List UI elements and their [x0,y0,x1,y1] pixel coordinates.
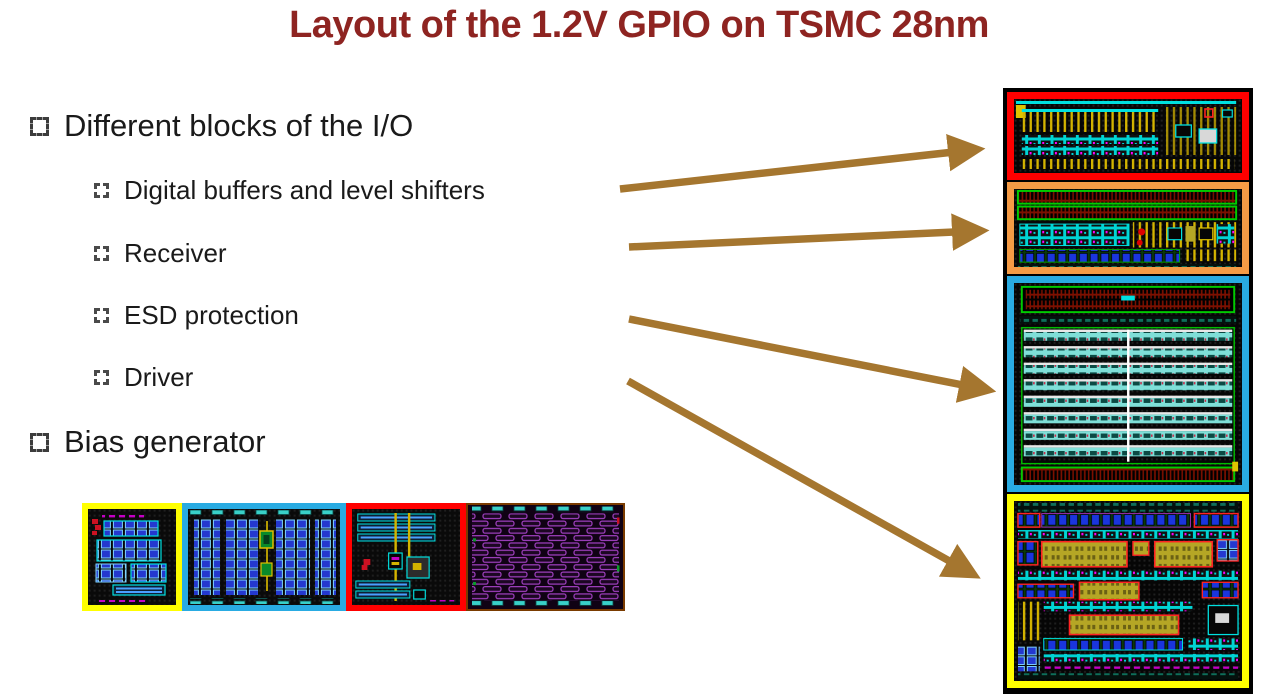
bias-sub-block-4-capacitor-array [466,503,625,611]
bullet-bias-generator: Bias generator [30,424,266,460]
chip-layout-art [1014,283,1242,485]
bias-generator-layout-image [82,503,625,611]
bullet-different-blocks: Different blocks of the I/O [30,108,413,144]
bias-sub-block-2-blue-frame [182,503,346,611]
bullet-label: Bias generator [64,424,266,459]
bias-sub-block-1-yellow-frame [82,503,182,611]
digital-buffers-block-red-frame [1007,92,1249,180]
dashed-square-bullet-icon [30,116,49,136]
dashed-square-bullet-icon [30,432,49,452]
bullet-label: ESD protection [124,300,299,330]
esd-protection-block-blue-frame [1007,276,1249,492]
chip-layout-art [468,505,623,609]
bullet-receiver: Receiver [94,238,227,269]
chip-layout-art [352,509,460,605]
bullet-label: Different blocks of the I/O [64,108,414,143]
gpio-layout-image [1003,88,1253,694]
chip-layout-art [1014,501,1242,681]
bullet-driver: Driver [94,362,193,393]
receiver-block-orange-frame [1007,182,1249,274]
arrow-digital-buffers-to-red-block [619,134,986,193]
bias-sub-block-3-red-frame [346,503,466,611]
arrow-receiver-to-orange-block [628,213,990,251]
dashed-square-bullet-icon [94,308,109,323]
arrow-driver-to-yellow-block [626,377,981,579]
chip-layout-art [1014,99,1242,173]
dashed-square-bullet-icon [94,183,109,198]
bullet-label: Digital buffers and level shifters [124,175,485,205]
chip-layout-art [188,509,340,605]
slide-title: Layout of the 1.2V GPIO on TSMC 28nm [289,4,989,46]
dashed-square-bullet-icon [94,246,109,261]
dashed-square-bullet-icon [94,370,109,385]
bullet-label: Driver [124,362,194,392]
bullet-esd-protection: ESD protection [94,300,299,331]
arrow-esd-to-blue-block [628,315,997,403]
chip-layout-art [1014,189,1242,267]
driver-block-yellow-frame [1007,494,1249,688]
chip-layout-art [88,509,176,605]
bullet-digital-buffers: Digital buffers and level shifters [94,175,485,206]
bullet-label: Receiver [124,238,227,268]
